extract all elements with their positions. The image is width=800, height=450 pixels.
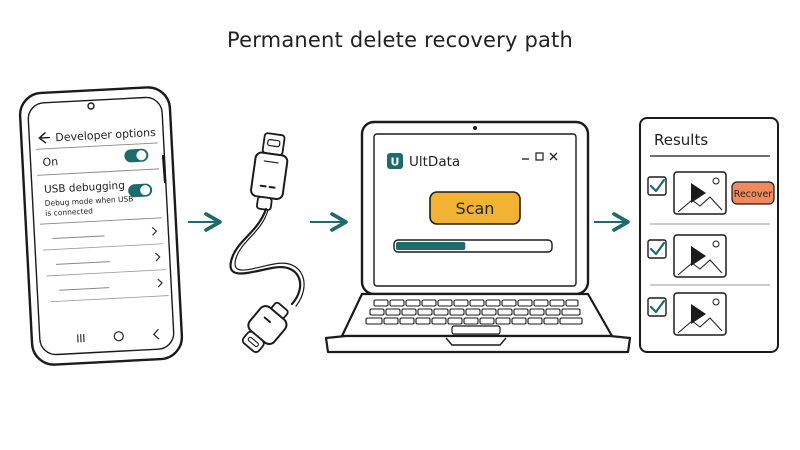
play-icon [691, 183, 706, 203]
laptop: U UltData Scan [324, 120, 632, 354]
result-checkbox[interactable] [647, 239, 667, 259]
close-icon[interactable] [549, 152, 558, 161]
trackpad[interactable] [451, 325, 501, 335]
on-toggle[interactable] [124, 148, 149, 163]
check-icon [649, 299, 666, 314]
diagram-title: Permanent delete recovery path [226, 28, 574, 52]
back-nav-icon[interactable] [152, 328, 160, 340]
phone: Developer options On USB debugging Debug… [18, 86, 184, 366]
app-name: UltData [409, 154, 460, 170]
play-icon [691, 246, 706, 266]
usb-debugging-desc-line2: is connected [45, 206, 93, 217]
developer-options-title: Developer options [55, 126, 156, 144]
result-checkbox[interactable] [647, 297, 667, 317]
chevron-right-icon [151, 226, 158, 236]
chevron-right-icon [155, 252, 161, 262]
svg-text:Recover: Recover [734, 189, 773, 200]
svg-text:U: U [391, 156, 400, 169]
result-checkbox[interactable] [647, 176, 667, 196]
usb-debugging-label: USB debugging [44, 180, 125, 196]
result-row[interactable] [647, 292, 727, 336]
chevron-right-icon [157, 278, 163, 288]
back-arrow-icon[interactable] [38, 132, 51, 144]
settings-row[interactable] [55, 252, 161, 266]
recover-button[interactable]: Recover [731, 181, 775, 205]
result-row[interactable] [647, 234, 727, 278]
settings-row[interactable] [59, 278, 163, 292]
usb-debugging-toggle[interactable] [128, 183, 153, 198]
video-thumbnail[interactable] [673, 292, 727, 336]
usb-cable-icon [229, 132, 305, 353]
result-row[interactable]: Recover [647, 171, 775, 215]
recents-nav-icon[interactable] [77, 334, 85, 343]
results-panel: Results Recover [639, 117, 779, 353]
check-icon [649, 178, 666, 193]
camera-icon [87, 102, 95, 110]
play-icon [691, 304, 706, 324]
settings-row[interactable] [52, 226, 158, 240]
check-icon [649, 241, 666, 256]
on-label: On [42, 155, 58, 169]
home-nav-icon[interactable] [113, 331, 124, 342]
results-title: Results [654, 131, 708, 149]
svg-text:Scan: Scan [456, 199, 495, 218]
maximize-icon[interactable] [535, 152, 544, 161]
video-thumbnail[interactable] [673, 234, 727, 278]
scan-progress-fill [396, 242, 466, 250]
scan-button[interactable]: Scan [429, 191, 521, 225]
scan-progress-bar [393, 239, 553, 253]
keyboard [365, 299, 583, 325]
app-icon: U [387, 153, 403, 169]
video-thumbnail[interactable] [673, 171, 727, 215]
